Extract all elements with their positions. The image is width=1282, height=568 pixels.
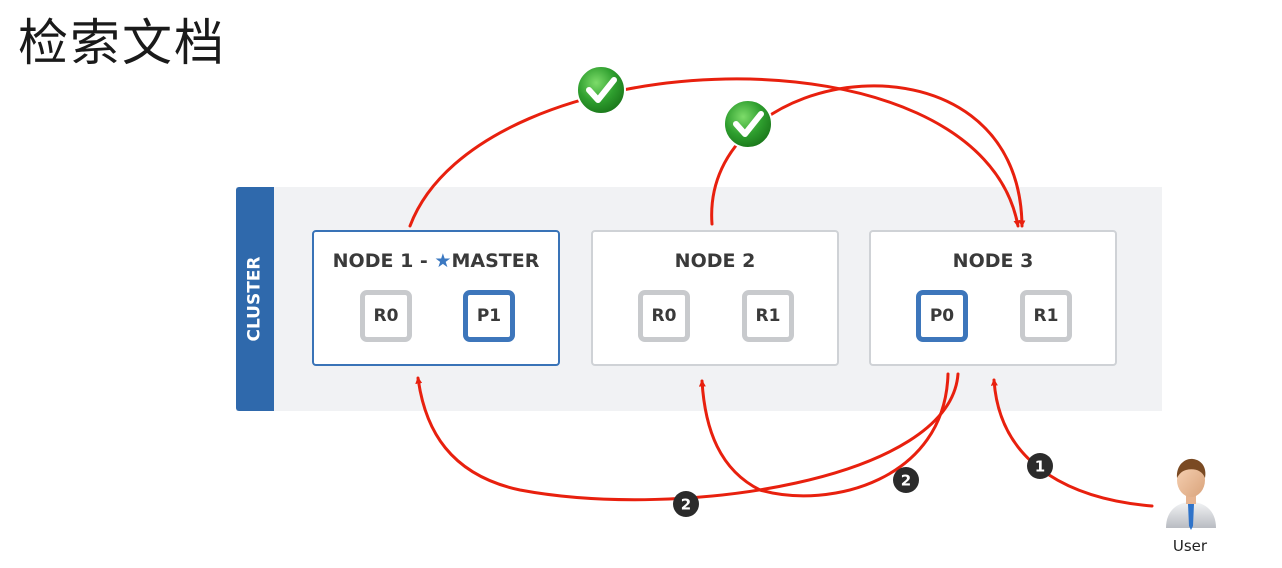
arrow-node2-to-node3 [710, 84, 1026, 228]
arrow-user-to-node3 [990, 378, 1154, 508]
shard-p1[interactable]: P1 [463, 290, 515, 342]
user-icon [1166, 458, 1216, 530]
step-1-label: 1 [1035, 458, 1045, 476]
arrow-node1-to-node3 [408, 77, 1021, 228]
node-2[interactable]: NODE 2 R0 R1 [591, 230, 839, 366]
step-badge-2: 2 [893, 467, 919, 493]
page-title: 检索文档 [18, 14, 226, 72]
star-icon: ★ [434, 250, 452, 272]
shard-p0[interactable]: P0 [916, 290, 968, 342]
step-2-label: 2 [901, 472, 911, 490]
step-2-label: 2 [681, 496, 691, 514]
node-1-title: NODE 1 - ★MASTER [314, 250, 558, 272]
arrow-node3-to-node2 [698, 372, 950, 498]
step-badge-2: 2 [673, 491, 699, 517]
cluster-bar [236, 187, 274, 411]
shard-r1[interactable]: R1 [1020, 290, 1072, 342]
shard-r0[interactable]: R0 [638, 290, 690, 342]
user-label: User [1172, 537, 1208, 555]
node-1[interactable]: NODE 1 - ★MASTER R0 P1 [312, 230, 560, 366]
shard-r1[interactable]: R1 [742, 290, 794, 342]
step-badge-1: 1 [1027, 453, 1053, 479]
node-2-title: NODE 2 [674, 250, 756, 272]
master-label: MASTER [451, 250, 540, 272]
shard-r0[interactable]: R0 [360, 290, 412, 342]
checkmark-icon [576, 65, 626, 115]
arrow-node3-to-node1 [415, 372, 960, 502]
checkmark-icon [723, 99, 773, 149]
node-3[interactable]: NODE 3 P0 R1 [869, 230, 1117, 366]
node-3-title: NODE 3 [952, 250, 1034, 272]
node-1-name: NODE 1 - [332, 250, 435, 272]
